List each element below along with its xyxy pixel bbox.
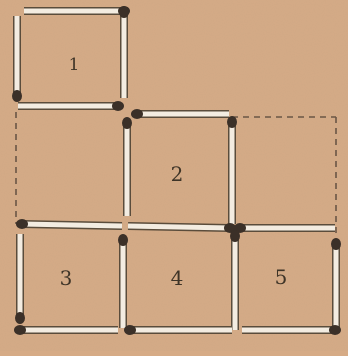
matchstick[interactable] [230, 230, 240, 330]
match-head [331, 238, 341, 250]
match-head [124, 325, 136, 335]
matchstick[interactable] [24, 6, 130, 16]
matchstick[interactable] [12, 16, 22, 102]
match-head [15, 312, 25, 324]
matchstick-body [128, 226, 230, 228]
matchstick[interactable] [124, 325, 232, 335]
matchstick[interactable] [331, 238, 341, 330]
matchstick[interactable] [131, 109, 229, 119]
matchstick[interactable] [18, 101, 124, 111]
match-head [112, 101, 124, 111]
square-5-label: 5 [275, 265, 288, 289]
matchstick[interactable] [118, 234, 128, 328]
matchstick[interactable] [14, 325, 118, 335]
match-head [118, 234, 128, 246]
matchstick[interactable] [119, 6, 129, 98]
match-head [12, 90, 22, 102]
square-3-label: 3 [60, 266, 73, 290]
match-head [119, 6, 129, 18]
match-head [14, 325, 26, 335]
matchstick[interactable] [122, 117, 132, 216]
square-1-label: 1 [69, 55, 80, 75]
match-head [16, 219, 28, 229]
match-head [329, 325, 341, 335]
matchstick[interactable] [227, 116, 237, 224]
matchstick-body [22, 224, 122, 226]
match-head [230, 230, 240, 242]
match-head [131, 109, 143, 119]
matchstick[interactable] [15, 234, 25, 324]
matchstick[interactable] [234, 223, 335, 233]
match-head [227, 116, 237, 128]
match-head [122, 117, 132, 129]
matchstick[interactable] [242, 325, 341, 335]
square-4-label: 4 [171, 266, 184, 290]
square-2-label: 2 [171, 162, 184, 186]
